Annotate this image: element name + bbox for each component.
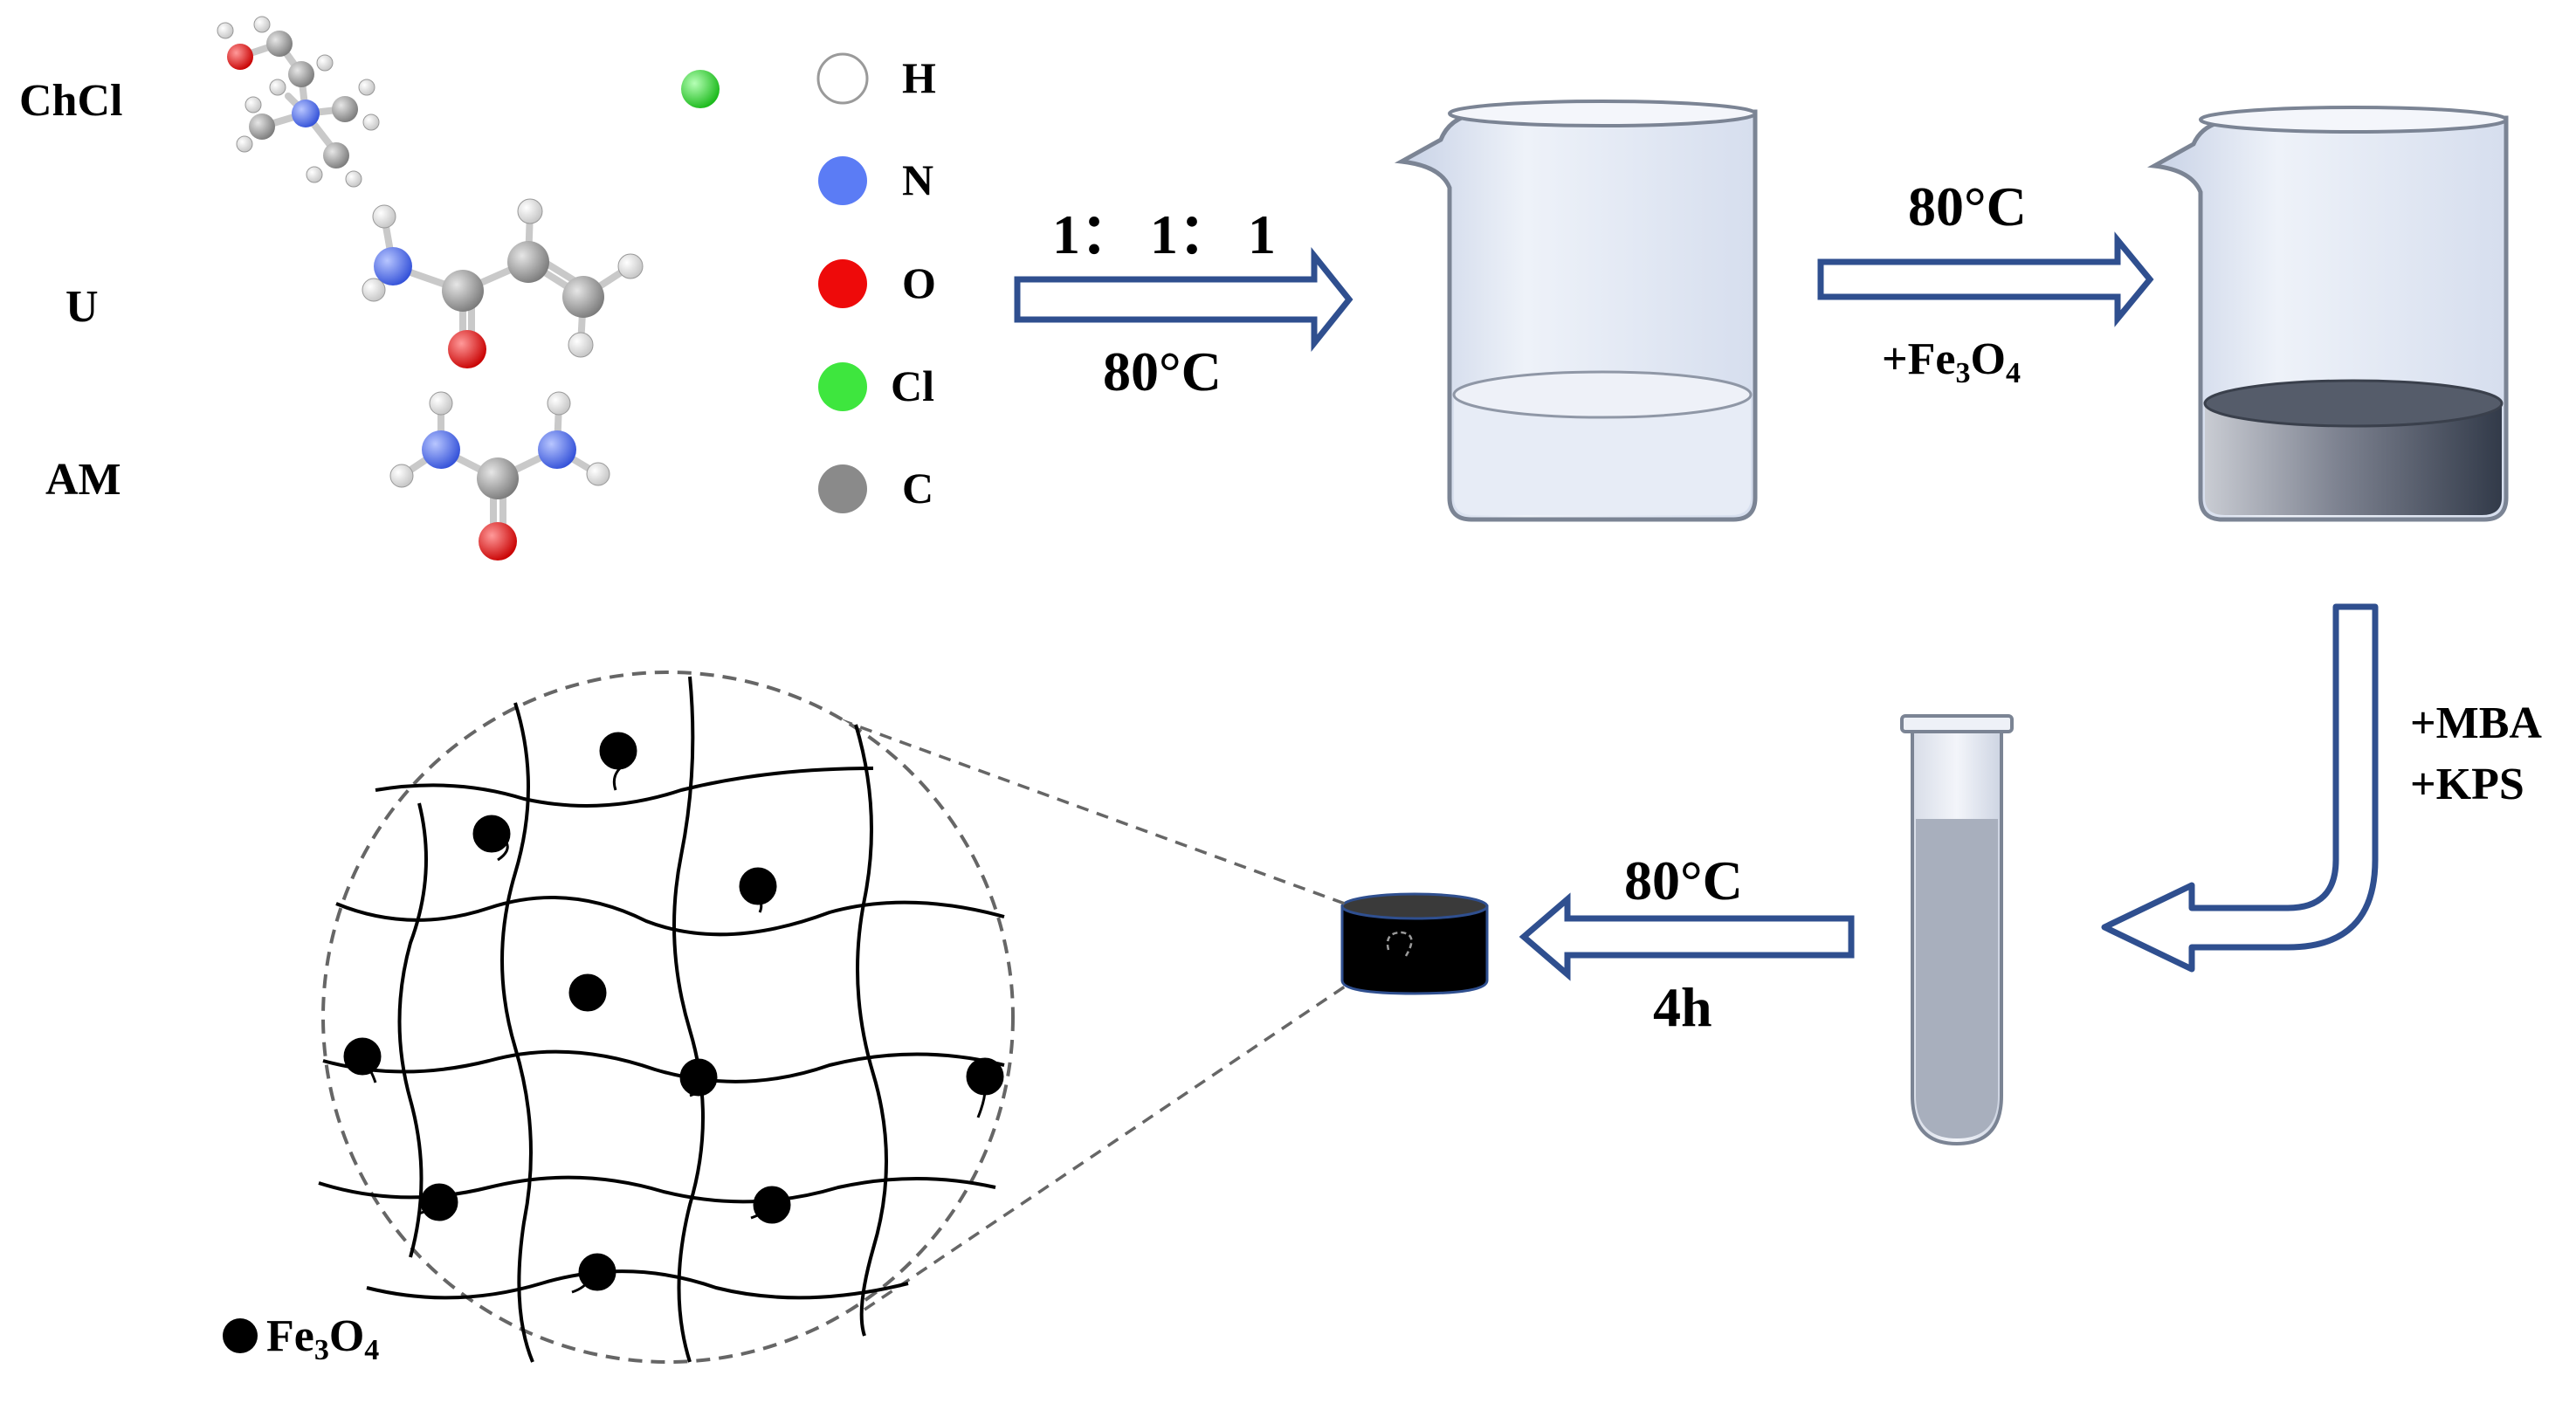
chcl-molecule (217, 16, 380, 188)
legend-n-label: N (902, 155, 933, 204)
chloride-ion (681, 70, 720, 108)
mix-temp-label: 80°C (1103, 340, 1222, 402)
fe3o4-legend-label: Fe3O4 (266, 1311, 379, 1366)
legend-o-label: O (902, 258, 936, 307)
cure-temp-label: 80°C (1624, 849, 1743, 911)
legend-n-swatch (818, 156, 867, 205)
u-molecule (362, 198, 644, 368)
am-molecule (389, 391, 610, 561)
legend-cl-swatch (818, 362, 867, 411)
legend-cl-label: Cl (891, 361, 934, 410)
chcl-label: ChCl (19, 76, 122, 126)
fe3o4-legend-dot (223, 1318, 258, 1353)
legend-c-swatch (818, 464, 867, 513)
zoom-line-top (781, 697, 1346, 905)
fe-add-label: +Fe3O4 (1882, 334, 2021, 389)
u-label: U (65, 282, 99, 332)
legend-h-swatch (816, 52, 869, 105)
kps-label: +KPS (2410, 760, 2524, 809)
cure-time-label: 4h (1653, 976, 1712, 1038)
arrow-add-fe3o4 (1817, 231, 2154, 327)
mix-ratio-label: 1： 1： 1 (1052, 203, 1276, 265)
beaker-clear (1394, 100, 1758, 522)
zoom-line-bottom (864, 985, 1346, 1311)
arrow-cure (1519, 892, 1855, 981)
am-label: AM (45, 455, 121, 505)
arrow-mix (1014, 247, 1353, 352)
test-tube (1900, 714, 2014, 1146)
fe-temp-label: 80°C (1908, 175, 2027, 237)
legend-c-label: C (902, 464, 933, 512)
atom-legend: H N O Cl C (816, 52, 936, 513)
arrow-add-initiator (2101, 603, 2379, 973)
legend-o-swatch (818, 259, 867, 308)
legend-h-label: H (902, 53, 936, 102)
polymer-network (318, 671, 1015, 1364)
hydrogel-sample (1340, 892, 1489, 995)
beaker-fe3o4 (2147, 106, 2509, 522)
mba-label: +MBA (2410, 698, 2542, 748)
